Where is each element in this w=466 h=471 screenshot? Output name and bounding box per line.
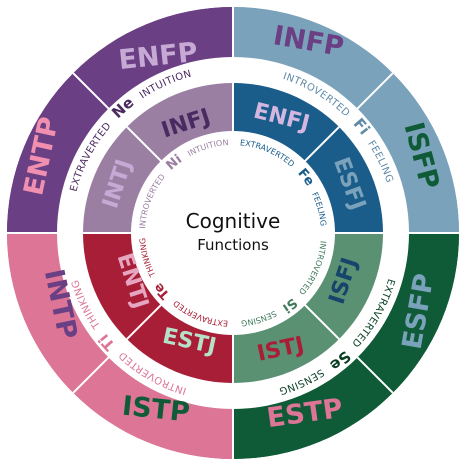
outer-type-label-istp: ISTP [121,391,192,429]
center-title: Cognitive [186,209,281,233]
center-subtitle: Functions [197,236,269,254]
center-disc [131,131,335,335]
